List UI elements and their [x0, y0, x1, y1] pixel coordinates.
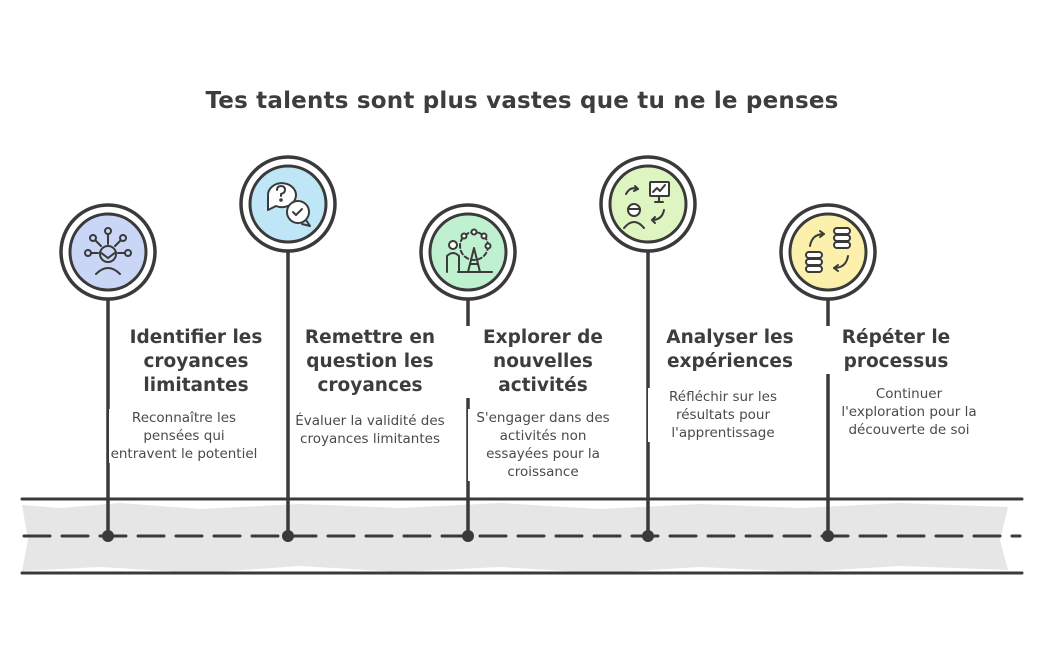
step-description-question: Évaluer la validité des croyances limita… — [295, 412, 445, 448]
ferris-wheel-icon — [446, 228, 493, 273]
milestone-5 — [779, 203, 877, 542]
presentation-analysis-icon — [623, 181, 670, 229]
question-chat-icon — [266, 182, 311, 227]
milestone-badge-inner — [428, 212, 508, 292]
road-fill — [22, 503, 1008, 573]
milestone-dot — [102, 530, 114, 542]
step-description-identify: Reconnaître les pensées qui entravent le… — [109, 409, 259, 463]
step-description-explore: S'engager dans des activités non essayée… — [468, 409, 618, 481]
database-cycle-icon — [805, 227, 851, 273]
milestone-3 — [419, 203, 517, 542]
milestone-2 — [239, 155, 337, 542]
milestone-badge-inner — [788, 212, 868, 292]
milestone-badge-inner — [68, 212, 148, 292]
step-description-analyze: Réfléchir sur les résultats pour l'appre… — [648, 388, 798, 442]
step-title-repeat: Répéter le processus — [816, 326, 976, 374]
milestone-dot — [822, 530, 834, 542]
road — [20, 497, 1024, 575]
step-title-identify: Identifier les croyances limitantes — [116, 326, 276, 398]
mind-network-icon — [84, 227, 132, 275]
step-title-question: Remettre en question les croyances — [290, 326, 450, 398]
milestone-dot — [282, 530, 294, 542]
step-description-repeat: Continuer l'exploration pour la découver… — [834, 385, 984, 439]
milestone-dot — [642, 530, 654, 542]
step-title-explore: Explorer de nouvelles activités — [463, 326, 623, 398]
milestone-dot — [462, 530, 474, 542]
diagram-title: Tes talents sont plus vastes que tu ne l… — [205, 88, 839, 114]
milestone-badge-inner — [608, 164, 688, 244]
milestone-1 — [59, 203, 157, 542]
step-title-analyze: Analyser les expériences — [650, 326, 810, 374]
milestone-4 — [599, 155, 697, 542]
